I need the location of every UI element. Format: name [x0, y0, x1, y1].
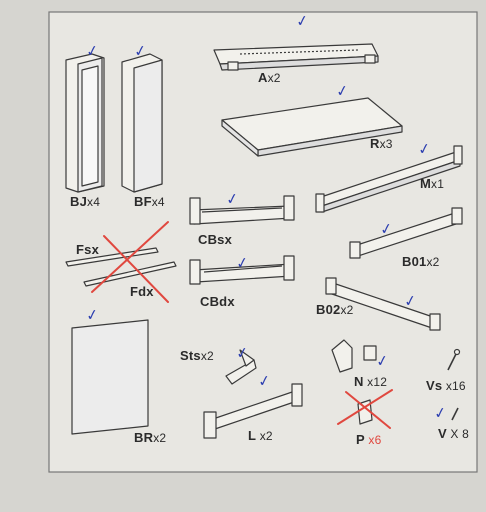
part-CBdx-drawing	[189, 255, 295, 285]
label-B02: B02x2	[316, 302, 354, 317]
part-CBsx-drawing	[189, 195, 295, 225]
part-B02-drawing	[325, 277, 441, 331]
label-P: P x6	[356, 432, 382, 447]
cross-F-1	[91, 221, 169, 293]
part-R-drawing	[221, 97, 403, 157]
label-BR: BRx2	[134, 430, 167, 445]
part-V-drawing	[451, 407, 459, 421]
label-CBsx: CBsx	[198, 232, 233, 247]
part-Vs-drawing	[447, 348, 461, 371]
label-M: Mx1	[420, 176, 445, 191]
cross-P-2	[345, 391, 391, 429]
red-cross-marks	[91, 221, 393, 429]
part-P-drawing	[357, 399, 373, 425]
part-Sts-drawing	[225, 349, 257, 385]
label-Vs: Vs x16	[426, 378, 466, 393]
label-BF: BFx4	[134, 194, 165, 209]
part-BJ-drawing	[65, 53, 105, 193]
label-CBdx: CBdx	[200, 294, 235, 309]
part-M-drawing	[315, 145, 463, 213]
part-B01-drawing	[349, 207, 463, 259]
part-BR-drawing	[71, 319, 149, 435]
label-Fdx: Fdx	[130, 284, 154, 299]
label-Fsx: Fsx	[76, 242, 100, 257]
label-Sts: Stsx2	[180, 348, 214, 363]
label-N: N x12	[354, 374, 388, 389]
label-R: Rx3	[370, 136, 393, 151]
part-A-drawing	[213, 43, 379, 71]
label-A: Ax2	[258, 70, 281, 85]
label-BJ: BJx4	[70, 194, 101, 209]
cross-F-2	[103, 235, 169, 303]
part-L-drawing	[203, 383, 303, 439]
label-V: V X 8	[438, 426, 470, 441]
part-BF-drawing	[121, 53, 163, 193]
label-L: L x2	[248, 428, 273, 443]
part-N-drawing	[331, 339, 377, 373]
label-B01: B01x2	[402, 254, 440, 269]
